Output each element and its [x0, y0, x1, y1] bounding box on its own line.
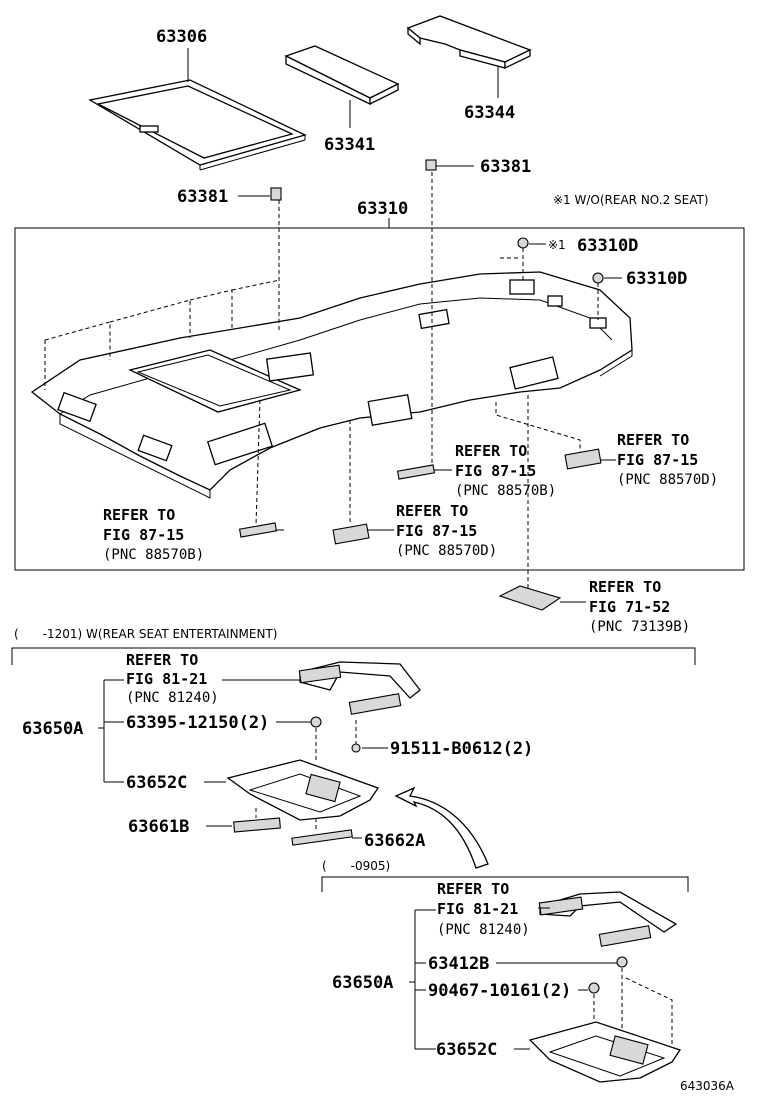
label-63661b: 63661B — [128, 817, 189, 837]
label-63344: 63344 — [464, 103, 515, 123]
label-91511-b0612: 91511-B0612(2) — [390, 739, 533, 759]
headliner-leader-lines — [44, 172, 599, 595]
headliner-frame — [14, 227, 745, 571]
label-63652c-upper: 63652C — [126, 773, 187, 793]
part-73139b-illustration — [498, 585, 586, 611]
ref-fig-81-21-lower: REFER TO FIG 81-21 (PNC 81240) — [437, 880, 530, 938]
label-63395-12150: 63395-12150(2) — [126, 713, 269, 733]
part-88570b-right — [396, 464, 436, 480]
svg-text:FIG 71-52: FIG 71-52 — [589, 598, 670, 616]
part-88570d-right — [564, 448, 602, 470]
label-90467-10161: 90467-10161(2) — [428, 981, 571, 1001]
part-63652c-lower-illustration — [528, 1021, 682, 1083]
label-63652c-lower: 63652C — [436, 1040, 497, 1060]
svg-text:(PNC 81240): (PNC 81240) — [437, 922, 530, 938]
replacement-arrow — [394, 786, 489, 869]
clip-63381-left — [270, 187, 282, 201]
svg-text:FIG 87-15: FIG 87-15 — [617, 451, 698, 469]
note-mark-63310d: ※1 — [548, 238, 566, 252]
ref-fig-81-21-upper: REFER TO FIG 81-21 (PNC 81240) — [126, 651, 219, 706]
label-63310: 63310 — [357, 199, 408, 219]
part-63341-illustration — [284, 45, 400, 106]
svg-text:FIG 87-15: FIG 87-15 — [455, 462, 536, 480]
diagram-id: 643036A — [680, 1079, 735, 1093]
svg-text:(PNC 88570B): (PNC 88570B) — [455, 483, 556, 499]
part-88570b-left — [238, 522, 278, 538]
svg-text:(PNC 88570D): (PNC 88570D) — [396, 543, 497, 559]
part-63344-illustration — [406, 15, 532, 70]
ref-fig-71-52: REFER TO FIG 71-52 (PNC 73139B) — [589, 578, 690, 635]
part-81240-lower-illustration — [538, 891, 678, 947]
clip-63381-right — [425, 159, 437, 171]
label-63310d-lower: 63310D — [626, 269, 687, 289]
svg-text:REFER TO: REFER TO — [589, 578, 661, 596]
svg-text:REFER TO: REFER TO — [455, 442, 527, 460]
svg-text:REFER TO: REFER TO — [617, 431, 689, 449]
clip-63310d-lower — [592, 272, 604, 284]
part-63652c-upper-illustration — [226, 759, 380, 821]
svg-text:FIG 87-15: FIG 87-15 — [396, 522, 477, 540]
svg-text:(PNC 88570D): (PNC 88570D) — [617, 472, 718, 488]
svg-text:REFER TO: REFER TO — [126, 651, 198, 669]
ref-fig-87-15-center: REFER TO FIG 87-15 (PNC 88570B) — [455, 442, 556, 499]
svg-text:REFER TO: REFER TO — [103, 506, 175, 524]
range-rear-seat-entertainment: ( -1201) W(REAR SEAT ENTERTAINMENT) — [14, 627, 277, 641]
label-63310d-upper: 63310D — [577, 236, 638, 256]
svg-text:REFER TO: REFER TO — [437, 880, 509, 898]
headliner-illustration — [30, 271, 633, 499]
svg-text:FIG 81-21: FIG 81-21 — [437, 900, 518, 918]
clip-63412b — [616, 956, 628, 968]
svg-text:(PNC 73139B): (PNC 73139B) — [589, 619, 690, 635]
part-63306-illustration — [88, 79, 307, 171]
svg-text:(PNC 88570B): (PNC 88570B) — [103, 547, 204, 563]
screw-90467 — [588, 982, 600, 994]
ref-fig-87-15-left: REFER TO FIG 87-15 (PNC 88570B) — [103, 506, 204, 563]
svg-text:FIG 87-15: FIG 87-15 — [103, 526, 184, 544]
part-63662a — [291, 829, 353, 846]
clip-63395 — [310, 716, 322, 728]
ref-fig-87-15-middle: REFER TO FIG 87-15 (PNC 88570D) — [396, 502, 497, 559]
label-63381-right: 63381 — [480, 157, 531, 177]
label-63412b: 63412B — [428, 954, 489, 974]
ref-fig-87-15-right: REFER TO FIG 87-15 (PNC 88570D) — [617, 431, 718, 488]
part-63661b — [233, 817, 281, 833]
footnote-rear-no2-seat: ※1 W/O(REAR NO.2 SEAT) — [553, 193, 709, 207]
label-63306: 63306 — [156, 27, 207, 47]
svg-text:REFER TO: REFER TO — [396, 502, 468, 520]
label-63662a: 63662A — [364, 831, 425, 851]
part-88570d-mid — [332, 523, 370, 545]
clip-63310d-upper — [517, 237, 529, 249]
svg-text:FIG 81-21: FIG 81-21 — [126, 670, 207, 688]
range-0905: ( -0905) — [322, 859, 390, 873]
label-63381-left: 63381 — [177, 187, 228, 207]
label-63650a-lower: 63650A — [332, 973, 393, 993]
label-63341: 63341 — [324, 135, 375, 155]
label-63650a-upper: 63650A — [22, 719, 83, 739]
svg-text:(PNC 81240): (PNC 81240) — [126, 690, 219, 706]
screw-91511 — [351, 743, 361, 753]
part-81240-upper-illustration — [298, 661, 421, 715]
